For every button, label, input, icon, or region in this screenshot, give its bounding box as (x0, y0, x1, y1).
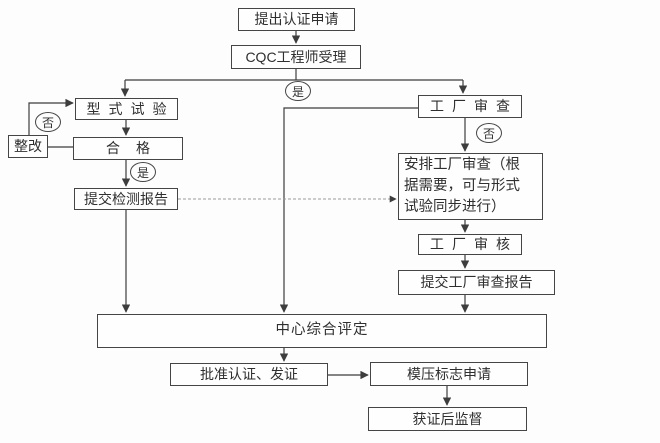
flow-node-center-evaluation: 中心综合评定 (97, 314, 547, 348)
flow-node-rectify: 整改 (8, 135, 48, 158)
flow-node-submit-test-report: 提交检测报告 (74, 188, 178, 210)
decision-label-no-right: 否 (476, 123, 502, 143)
flow-node-post-cert: 获证后监督 (368, 407, 527, 431)
flow-node-mold-mark: 模压标志申请 (370, 362, 528, 386)
decision-label-yes-left: 是 (130, 162, 156, 182)
flow-node-arrange-audit: 安排工厂审查（根 据需要，可与形式 试验同步进行） (398, 153, 543, 220)
flow-node-factory-audit: 工厂审查 (418, 95, 522, 118)
edge-rectify-to-type-test (28, 98, 74, 135)
flow-node-cqc-accept: CQC工程师受理 (231, 45, 361, 69)
flow-node-factory-review: 工厂审核 (418, 234, 522, 255)
flow-node-submit-audit-report: 提交工厂审查报告 (398, 270, 555, 295)
edge-factory-audit-to-evaluation (279, 107, 418, 313)
flow-node-submit-application: 提出认证申请 (238, 8, 355, 31)
flow-node-approve-issue: 批准认证、发证 (170, 363, 328, 386)
decision-label-yes-top: 是 (285, 81, 311, 101)
flow-node-type-test: 型式试验 (75, 98, 178, 120)
decision-label-no-left: 否 (35, 112, 61, 132)
flow-node-qualified: 合格 (73, 137, 183, 160)
